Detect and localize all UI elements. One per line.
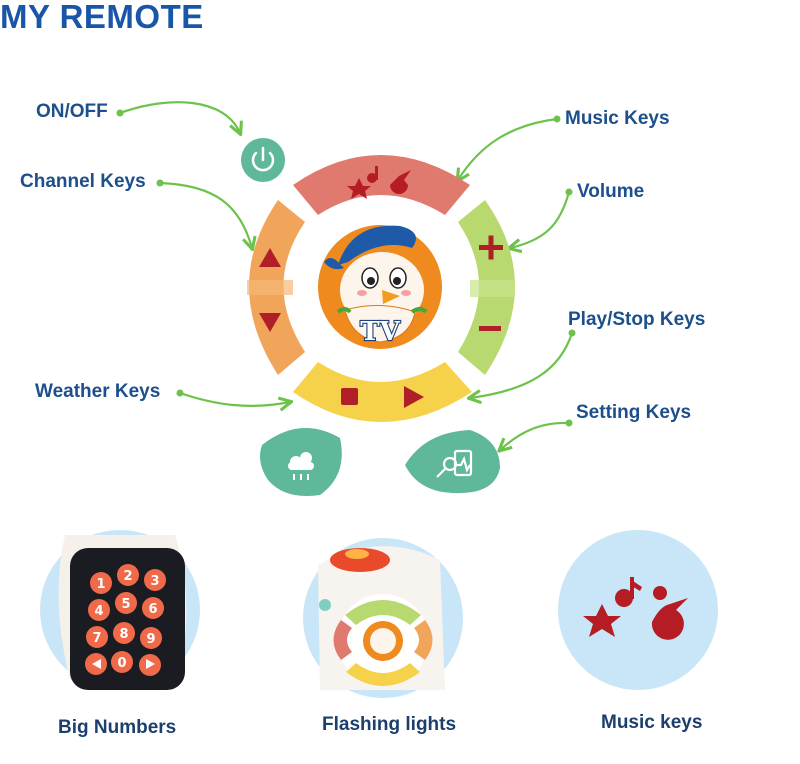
plus-icon[interactable] bbox=[479, 235, 503, 260]
key-3: 3 bbox=[150, 574, 159, 589]
key-8: 8 bbox=[119, 627, 128, 642]
setting-button[interactable] bbox=[405, 430, 500, 494]
power-button[interactable] bbox=[241, 138, 285, 182]
next-arrow-icon bbox=[146, 659, 155, 669]
power-icon bbox=[251, 146, 275, 172]
key-9: 9 bbox=[146, 632, 155, 647]
arrow-on-off bbox=[119, 101, 240, 133]
key-0: 0 bbox=[117, 656, 126, 671]
key-6: 6 bbox=[148, 602, 157, 617]
label-music-keys: Music Keys bbox=[565, 108, 670, 129]
minus-icon[interactable] bbox=[479, 326, 501, 331]
label-channel-keys: Channel Keys bbox=[20, 171, 146, 192]
arrow-music bbox=[458, 117, 558, 180]
page-title: MY REMOTE bbox=[0, 0, 204, 35]
tv-badge: TV bbox=[360, 317, 400, 347]
caption-flashing-lights: Flashing lights bbox=[322, 714, 457, 735]
arrow-channel bbox=[159, 181, 252, 248]
label-setting-keys: Setting Keys bbox=[576, 402, 692, 423]
key-2: 2 bbox=[123, 569, 132, 584]
label-volume: Volume bbox=[577, 181, 645, 202]
channel-keys-segment[interactable] bbox=[247, 200, 305, 375]
arrows bbox=[116, 101, 576, 450]
label-on-off: ON/OFF bbox=[36, 101, 108, 122]
caption-big-numbers: Big Numbers bbox=[58, 717, 177, 738]
label-weather-keys: Weather Keys bbox=[35, 381, 161, 402]
arrow-volume bbox=[510, 191, 571, 248]
volume-segment[interactable] bbox=[458, 200, 515, 375]
key-7: 7 bbox=[92, 631, 101, 646]
key-5: 5 bbox=[121, 597, 130, 612]
arrow-setting bbox=[500, 421, 570, 450]
play-icon[interactable] bbox=[404, 386, 424, 408]
up-arrow-icon[interactable] bbox=[259, 248, 281, 267]
arrow-play-stop bbox=[470, 332, 574, 398]
weather-button[interactable] bbox=[260, 428, 342, 496]
down-arrow-icon[interactable] bbox=[259, 313, 281, 332]
center-character: TV bbox=[312, 219, 448, 355]
music-notes-icon bbox=[347, 166, 411, 199]
key-1: 1 bbox=[96, 577, 105, 592]
flashing-lights-image bbox=[303, 538, 463, 698]
music-notes-large-icon bbox=[583, 577, 688, 640]
stop-icon[interactable] bbox=[341, 388, 358, 405]
prev-arrow-icon bbox=[92, 659, 101, 669]
label-play-stop-keys: Play/Stop Keys bbox=[568, 309, 706, 330]
music-keys-image bbox=[558, 530, 718, 690]
arrow-weather bbox=[179, 391, 290, 406]
weather-icon bbox=[288, 452, 314, 480]
settings-icon bbox=[436, 449, 473, 478]
music-keys-segment[interactable] bbox=[293, 155, 470, 215]
big-numbers-image: 1 2 3 4 5 6 7 8 9 0 bbox=[40, 530, 200, 690]
caption-music-keys: Music keys bbox=[601, 712, 703, 733]
play-stop-segment[interactable] bbox=[293, 362, 472, 422]
key-4: 4 bbox=[94, 604, 103, 619]
number-keypad: 1 2 3 4 5 6 7 8 9 0 bbox=[85, 564, 166, 676]
